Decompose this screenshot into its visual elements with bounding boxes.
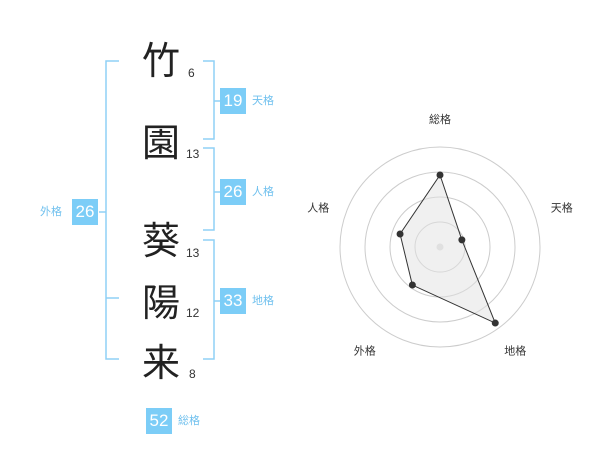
soukaku-label: 総格	[178, 414, 200, 427]
name-char-5: 来	[142, 341, 181, 385]
radar-ring	[339, 146, 541, 348]
radar-axis-label: 人格	[307, 200, 329, 214]
stroke-count-2: 13	[186, 147, 200, 161]
chikaku-bracket	[203, 239, 215, 360]
radar-point	[408, 281, 416, 289]
name-char-1: 竹	[142, 39, 181, 83]
tenkaku-bracket	[203, 60, 215, 140]
chikaku-value: 33	[220, 288, 246, 314]
radar-point	[396, 230, 404, 238]
jinkaku-value: 26	[220, 179, 246, 205]
stroke-count-4: 12	[186, 306, 200, 320]
stroke-count-1: 6	[188, 66, 195, 80]
tenkaku-label: 天格	[252, 94, 274, 107]
radar-polygon	[399, 173, 497, 325]
stroke-count-5: 8	[189, 367, 196, 381]
name-char-3: 葵	[142, 219, 181, 263]
radar-axis-label: 天格	[551, 200, 573, 214]
jinkaku-label: 人格	[252, 185, 274, 198]
name-char-2: 園	[142, 121, 181, 165]
gaikaku-label: 外格	[40, 205, 62, 218]
radar-axis-label: 外格	[354, 344, 376, 358]
radar-point	[458, 236, 466, 244]
tenkaku-value: 19	[220, 88, 246, 114]
radar-axis-label: 地格	[504, 344, 526, 358]
name-char-4: 陽	[142, 281, 181, 325]
radar-point	[436, 171, 444, 179]
radar-axis-label: 総格	[429, 112, 451, 126]
radar-center	[436, 243, 444, 251]
gaikaku-value: 26	[72, 199, 98, 225]
soukaku-value: 52	[146, 408, 172, 434]
gaikaku-bracket	[105, 60, 119, 360]
jinkaku-bracket	[203, 147, 215, 231]
stroke-count-3: 13	[186, 246, 200, 260]
radar-point	[491, 319, 499, 327]
chikaku-label: 地格	[252, 294, 274, 307]
